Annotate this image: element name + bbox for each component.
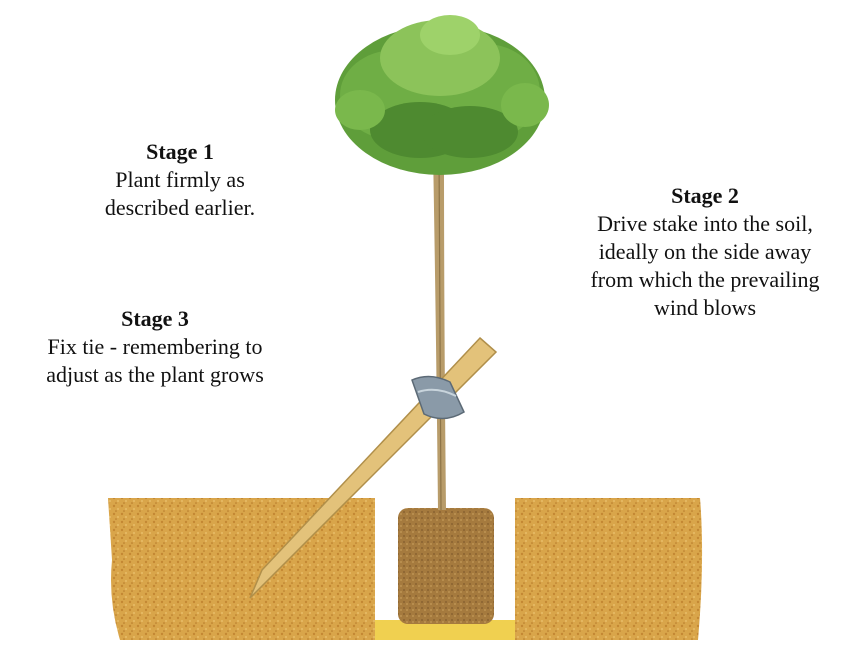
tree-trunk <box>433 150 446 510</box>
stage-2-line-4: wind blows <box>560 294 850 322</box>
stage-1-title: Stage 1 <box>60 138 300 166</box>
soil-left <box>108 498 375 640</box>
stage-2-line-3: from which the prevailing <box>560 266 850 294</box>
stage-1-line-2: described earlier. <box>60 194 300 222</box>
stage-2-label: Stage 2 Drive stake into the soil, ideal… <box>560 182 850 322</box>
stage-1-label: Stage 1 Plant firmly as described earlie… <box>60 138 300 222</box>
stage-2-line-1: Drive stake into the soil, <box>560 210 850 238</box>
soil-right <box>515 498 702 640</box>
stage-1-line-1: Plant firmly as <box>60 166 300 194</box>
stage-2-title: Stage 2 <box>560 182 850 210</box>
root-ball <box>398 508 494 624</box>
stage-3-title: Stage 3 <box>10 305 300 333</box>
tree-foliage <box>335 15 549 175</box>
stage-3-line-1: Fix tie - remembering to <box>10 333 300 361</box>
stage-3-line-2: adjust as the plant grows <box>10 361 300 389</box>
stage-2-line-2: ideally on the side away <box>560 238 850 266</box>
stage-3-label: Stage 3 Fix tie - remembering to adjust … <box>10 305 300 389</box>
